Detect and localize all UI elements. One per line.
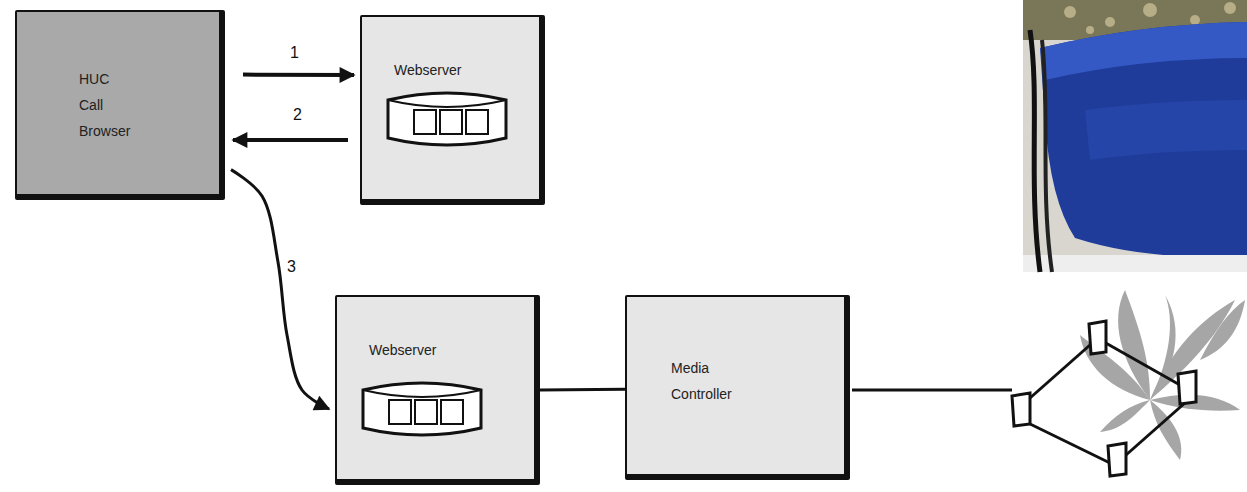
node-label: Webserver: [369, 337, 436, 363]
node-label: HUC Call Browser: [79, 66, 130, 144]
soil-grain: [1064, 6, 1076, 18]
connector: [243, 73, 354, 77]
leaf: [1150, 295, 1176, 400]
pot-photo: [1023, 0, 1247, 272]
webserver-box: Webserver: [360, 15, 545, 205]
leaf: [1200, 300, 1245, 360]
soil-grain: [1143, 3, 1157, 17]
step-number: 1: [290, 44, 299, 62]
leaf: [1100, 400, 1150, 432]
pot-base: [1023, 255, 1247, 272]
webserver-box: Webserver: [335, 295, 540, 485]
soil-texture: [1064, 2, 1236, 34]
soil-grain: [1190, 15, 1200, 25]
sensor-links: [1026, 342, 1186, 463]
pot-highlight: [1085, 100, 1247, 160]
pot-body: [1040, 22, 1247, 257]
pot-rim: [1040, 22, 1247, 80]
photo-background: [1023, 0, 1247, 272]
leaf: [1150, 395, 1240, 411]
browser-box: HUC Call Browser: [15, 10, 225, 200]
sensor-link: [1030, 345, 1090, 398]
sensor-node: [1089, 321, 1106, 354]
node-label: Media Controller: [671, 355, 732, 407]
leaf: [1150, 300, 1235, 400]
connector: [233, 138, 348, 142]
soil-grain: [1105, 17, 1115, 27]
sensor-link: [1126, 402, 1186, 455]
step-number: 3: [287, 258, 296, 276]
sensor-link: [1104, 342, 1180, 385]
cable: [1030, 30, 1040, 272]
node-label: Webserver: [394, 57, 461, 83]
soil-grain: [1224, 2, 1236, 14]
network-wire: [852, 389, 1012, 392]
sensor-node: [1178, 371, 1196, 404]
leaf: [1150, 400, 1181, 460]
plant-leaves: [1080, 290, 1245, 460]
soil: [1023, 0, 1247, 40]
sensor-nodes: [1012, 321, 1196, 476]
leaf: [1080, 335, 1150, 400]
sensor-link: [1026, 422, 1110, 463]
cable: [1042, 40, 1052, 272]
connector: [540, 388, 625, 392]
sensor-node: [1012, 393, 1030, 426]
leaf: [1118, 290, 1150, 400]
controller-box: Media Controller: [625, 295, 850, 480]
connector: [231, 170, 329, 409]
step-number: 2: [293, 106, 302, 124]
soil-grain: [1086, 26, 1094, 34]
sensor-node: [1108, 443, 1126, 476]
